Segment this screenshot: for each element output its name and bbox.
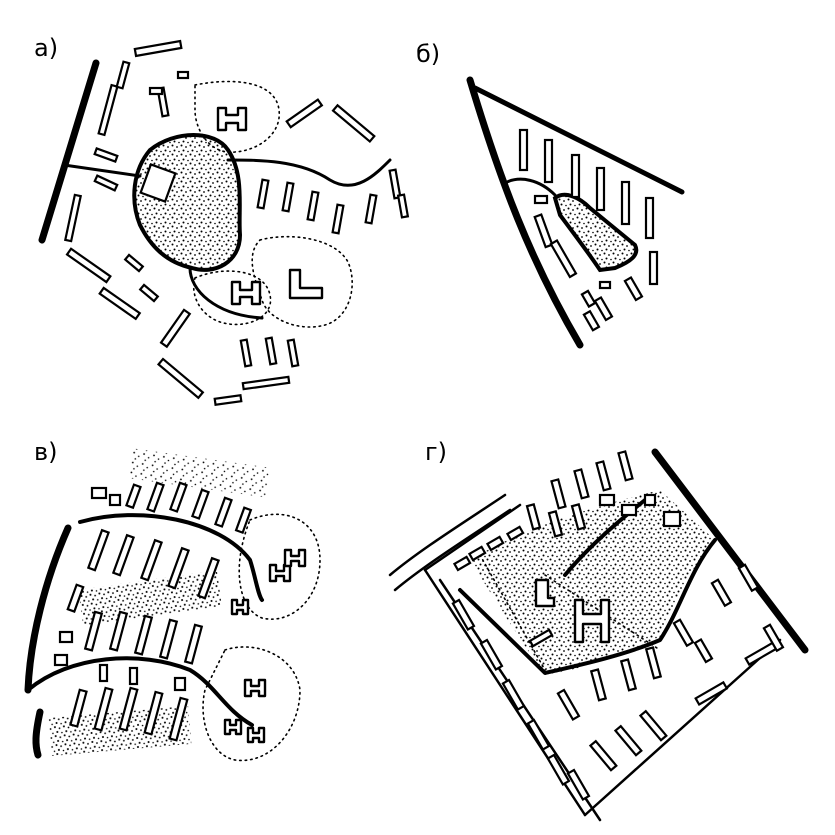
lower-road-v: [26, 656, 254, 727]
street-outer-g: [388, 493, 507, 577]
plan-a: [38, 39, 410, 407]
edge-road-b: [472, 85, 685, 195]
access-road-b: [503, 177, 557, 197]
side-road-a: [62, 163, 142, 178]
main-road-v: [24, 524, 72, 694]
plan-v: [24, 448, 321, 762]
main-road-b: [466, 76, 584, 349]
panel-label-b: б): [416, 40, 441, 68]
loop-road-a: [226, 158, 392, 187]
main-road-v-south: [32, 708, 44, 759]
central-park-a: [132, 133, 243, 272]
loop-road-g: [458, 538, 717, 675]
panel-label-a: а): [34, 34, 59, 62]
plan-b: [466, 76, 685, 349]
south-road-a: [188, 266, 264, 320]
street-north-g: [423, 503, 522, 572]
upper-road-v: [78, 513, 264, 602]
street-south-g: [583, 638, 782, 817]
panel-label-v: в): [34, 438, 58, 466]
main-road-a: [38, 59, 100, 244]
street-inner-g: [393, 508, 512, 592]
main-road-g: [651, 448, 809, 654]
plan-g: [388, 448, 809, 822]
panel-label-g: г): [425, 438, 447, 466]
